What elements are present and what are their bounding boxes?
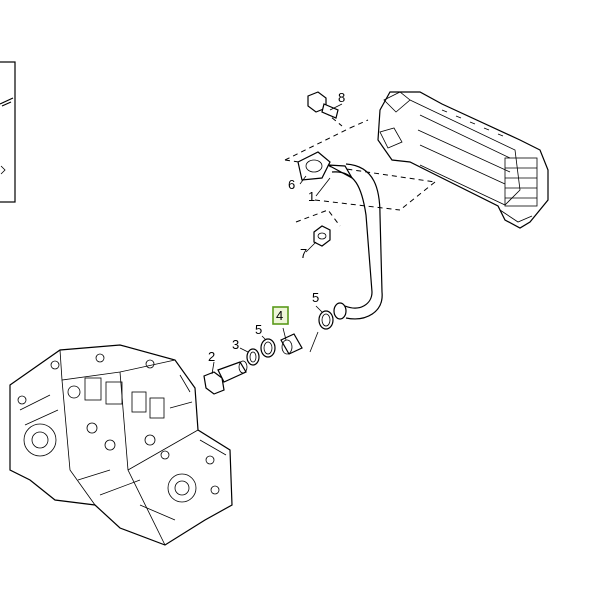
callout-8: 8 xyxy=(338,90,345,105)
callout-7: 7 xyxy=(300,246,307,261)
inset-frame xyxy=(0,61,16,203)
callout-5-left: 5 xyxy=(255,322,262,337)
hose-part xyxy=(280,333,303,355)
gasket-part xyxy=(297,151,331,181)
callout-6: 6 xyxy=(288,177,295,192)
callout-1: 1 xyxy=(308,189,315,204)
callout-labels: 1 2 3 4 5 5 6 7 8 xyxy=(208,90,345,364)
o-ring-part xyxy=(246,348,260,366)
nut-part xyxy=(313,225,331,247)
assembly-lines xyxy=(284,111,436,353)
cooler-illustration xyxy=(377,91,549,229)
pipe-part xyxy=(327,163,383,320)
fitting-part xyxy=(203,360,248,395)
clamp-part-right xyxy=(318,310,334,330)
bolt-part xyxy=(307,91,339,119)
callout-4-highlight[interactable] xyxy=(272,306,289,325)
callout-2: 2 xyxy=(208,349,215,364)
callout-4[interactable]: 4 xyxy=(276,308,283,323)
callout-3: 3 xyxy=(232,337,239,352)
callout-5-right: 5 xyxy=(312,290,319,305)
leader-lines xyxy=(211,103,343,375)
clamp-part-left xyxy=(260,338,276,358)
engine-block-illustration xyxy=(9,344,233,546)
